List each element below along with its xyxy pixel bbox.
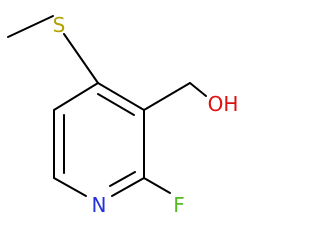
bond-s-c4 <box>63 33 99 84</box>
structure-diagram: S N F OH <box>7 13 239 217</box>
bond-ch2-o <box>189 82 207 97</box>
bond-c6-n <box>53 177 87 197</box>
bond-n-c2-inner <box>109 171 136 187</box>
bond-methyl-s <box>7 15 54 38</box>
bond-c2-f <box>143 177 171 194</box>
atom-hydroxyl: OH <box>208 92 239 116</box>
atom-nitrogen: N <box>92 193 107 217</box>
bond-c3-c4-inner <box>97 93 135 116</box>
bond-c3-ch2 <box>143 82 191 111</box>
bond-n-c2 <box>111 177 145 197</box>
atom-sulfur: S <box>53 13 66 37</box>
bond-c4-c5 <box>53 82 99 111</box>
atom-fluorine: F <box>173 193 185 217</box>
bond-c3-c4 <box>97 82 145 111</box>
